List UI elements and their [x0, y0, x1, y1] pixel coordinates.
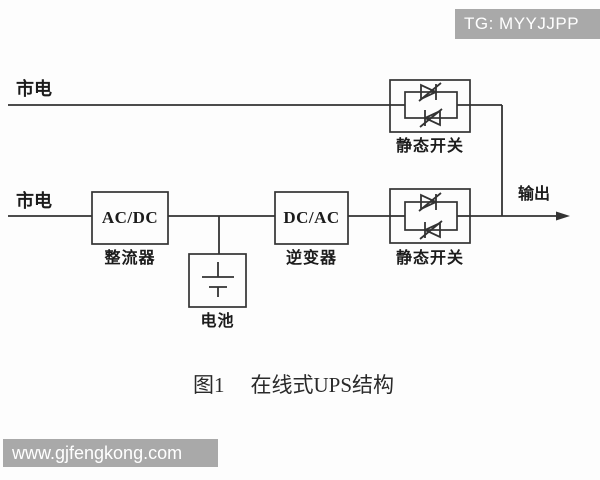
rectifier-box-text: AC/DC — [101, 208, 159, 227]
arrowhead-icon — [556, 211, 570, 221]
inverter-box-text: DC/AC — [283, 208, 340, 227]
rectifier-box — [91, 191, 169, 245]
watermark-top-right-text: TG: MYYJJPP — [464, 14, 580, 33]
thyristor-icon — [419, 220, 443, 240]
watermark-top-right: TG: MYYJJPP — [455, 9, 600, 39]
rectifier-caption: 整流器 — [104, 250, 156, 267]
watermark-bottom-left: www.gjfengkong.com — [3, 439, 218, 467]
battery-caption: 电池 — [200, 313, 235, 330]
bypass-line — [8, 104, 503, 216]
static-switch-top-box — [389, 79, 471, 133]
thyristor-icon — [419, 108, 443, 128]
static-switch-bottom-caption: 静态开关 — [395, 250, 464, 267]
thyristor-icon — [418, 192, 442, 212]
figure-title: 在线式UPS结构 — [250, 373, 395, 397]
battery-branch — [188, 216, 247, 308]
inverter-box — [274, 191, 349, 245]
static-switch-bottom-box — [389, 188, 471, 244]
watermark-bottom-left-text: www.gjfengkong.com — [12, 442, 183, 463]
mains-bottom-label: 市电 — [16, 191, 52, 211]
static-switch-top-caption: 静态开关 — [395, 138, 464, 155]
output-label: 输出 — [517, 186, 550, 203]
thyristor-icon — [418, 82, 442, 102]
figure-number: 图1 — [193, 373, 225, 397]
figure-caption: 图1 在线式UPS结构 — [193, 369, 394, 399]
inverter-caption: 逆变器 — [285, 250, 337, 267]
battery-cell-icon — [202, 262, 234, 297]
mains-top-label: 市电 — [16, 79, 52, 99]
output-arrow — [470, 211, 570, 221]
